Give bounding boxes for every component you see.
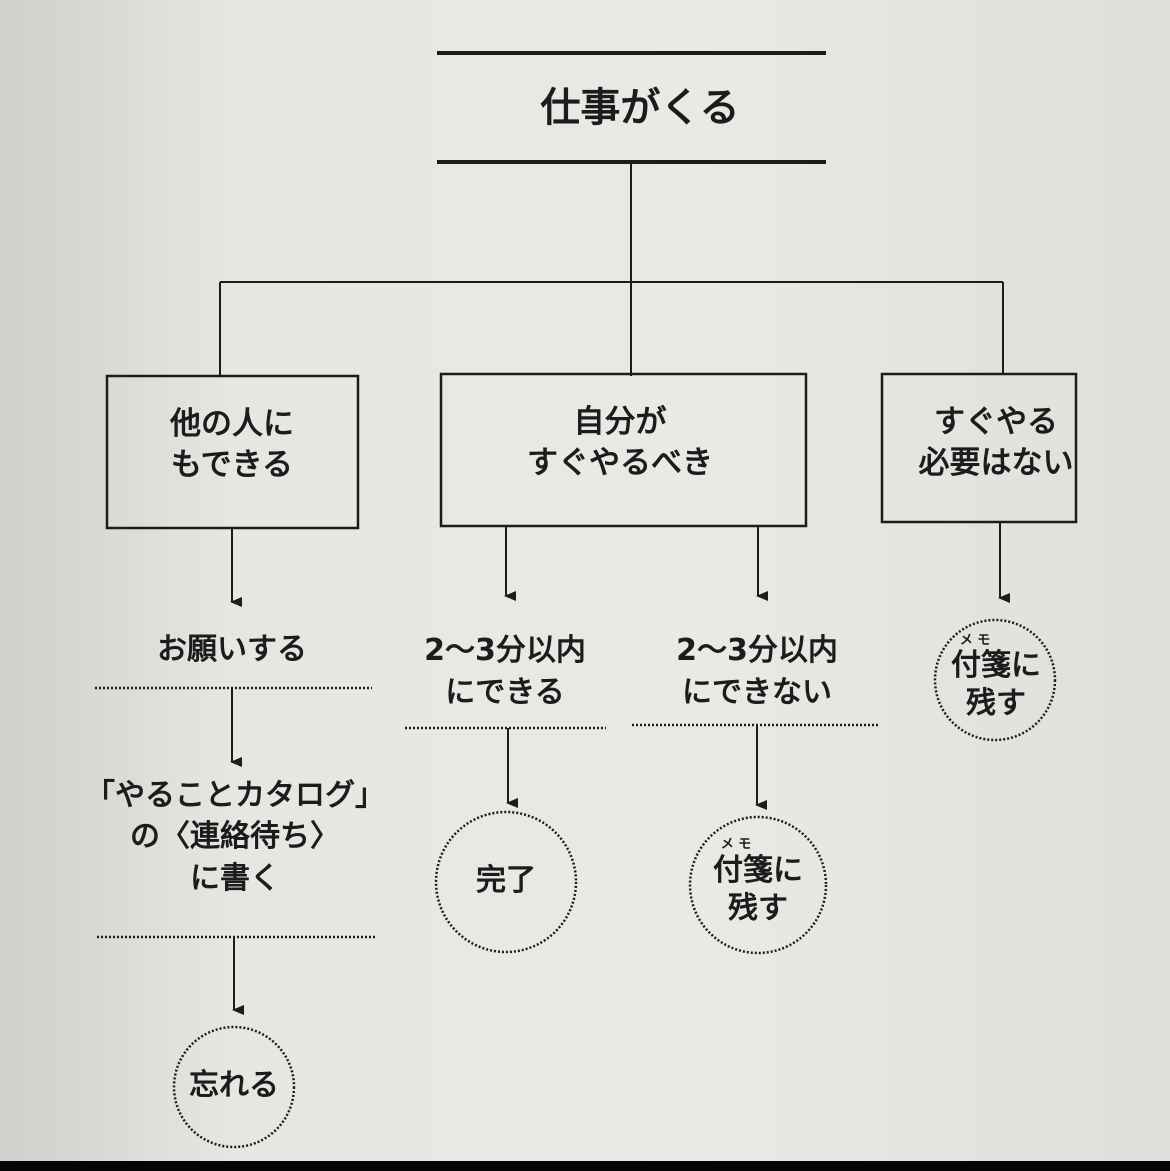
diagram-title: 仕事がくる	[540, 85, 740, 131]
text-line: すぐやるべき	[527, 444, 713, 481]
box-self-label: 自分が すぐやるべき	[527, 402, 713, 484]
text-line: にできる	[445, 675, 565, 710]
text-line: もできる	[170, 446, 294, 483]
circle-sticky-note	[688, 815, 828, 955]
text-line: 他の人に	[170, 406, 294, 442]
text-line: 2〜3分以内	[676, 633, 838, 668]
text-line: の〈連絡待ち〉	[130, 819, 340, 855]
text-line: 「やることカタログ」	[85, 778, 385, 813]
text-line: 残す	[728, 890, 788, 926]
result-sticky-note: 付箋に 残す	[713, 852, 803, 927]
ruby-memo: メ モ	[720, 837, 752, 852]
box-others-label: 他の人に もできる	[170, 404, 294, 486]
text-line: 残す	[966, 685, 1026, 721]
condition-within-3min: 2〜3分以内 にできる	[424, 630, 586, 714]
result-sticky-note: 付箋に 残す	[951, 647, 1041, 722]
text-line: 付箋に	[713, 853, 803, 888]
text-line: 自分が	[573, 404, 667, 440]
ruby-memo: メ モ	[959, 633, 991, 648]
step-write-catalog: 「やることカタログ」 の〈連絡待ち〉 に書く	[85, 775, 385, 899]
box-self	[439, 372, 808, 528]
result-forget: 忘れる	[189, 1068, 279, 1103]
box-not-urgent	[880, 372, 1078, 524]
text-line: すぐやる	[934, 404, 1058, 440]
box-not-urgent-label: すぐやる 必要はない	[919, 402, 1074, 484]
result-done: 完了	[476, 863, 536, 898]
circle-forget	[172, 1025, 296, 1149]
step-ask: お願いする	[157, 632, 307, 667]
bottom-edge	[0, 1161, 1170, 1171]
circle-sticky-note	[933, 618, 1057, 742]
circle-done	[434, 810, 578, 954]
text-line: 必要はない	[918, 444, 1074, 481]
text-line: 2〜3分以内	[424, 633, 586, 668]
text-line: 付箋に	[951, 648, 1041, 683]
condition-over-3min: 2〜3分以内 にできない	[676, 630, 838, 714]
text-line: に書く	[190, 860, 280, 896]
text-line: にできない	[682, 675, 832, 710]
